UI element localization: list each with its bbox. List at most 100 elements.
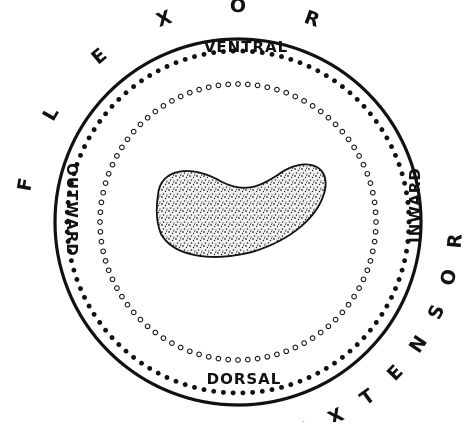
outer-ring-dot — [83, 296, 87, 300]
inner-ring-dot — [236, 358, 241, 363]
inner-ring-dot — [138, 122, 143, 127]
outer-ring-dot — [70, 259, 74, 263]
outer-ring-dot — [202, 388, 206, 392]
inner-ring-dot — [226, 82, 231, 87]
outer-ring-dot — [98, 321, 102, 325]
outer-ring-dot — [110, 336, 114, 340]
arc-letter: X — [325, 403, 348, 422]
outer-ring-dot — [385, 136, 389, 140]
outer-ring-dot — [92, 313, 96, 317]
inner-ring-dot — [293, 345, 298, 350]
inner-ring-dot — [365, 172, 370, 177]
inner-ring-dot — [206, 85, 211, 90]
inner-ring-dot — [197, 87, 202, 92]
label-ventral: VENTRAL — [204, 38, 288, 56]
inner-ring-dot — [318, 330, 323, 335]
inner-ring-dot — [246, 357, 251, 362]
inner-ring-dot — [145, 324, 150, 329]
outer-ring-dot — [110, 105, 114, 109]
inner-ring-dot — [226, 357, 231, 362]
inner-ring-dot — [371, 190, 376, 195]
outer-ring-dot — [104, 112, 108, 116]
outer-ring-dot — [316, 69, 320, 73]
outer-ring-dot — [355, 343, 359, 347]
outer-ring-dot — [341, 85, 345, 89]
outer-ring-dot — [165, 376, 169, 380]
inner-ring-dot — [101, 190, 106, 195]
inner-ring-dot — [265, 355, 270, 360]
arc-letter: E — [292, 418, 311, 422]
inner-ring-dot — [265, 85, 270, 90]
outer-ring-dot — [403, 259, 407, 263]
inner-ring-dot — [352, 145, 357, 150]
inner-ring-dot — [352, 294, 357, 299]
outer-ring-dot — [316, 371, 320, 375]
outer-ring-dot — [333, 79, 337, 83]
inner-ring-dot — [374, 220, 379, 225]
outer-ring-dot — [79, 154, 83, 158]
inner-ring-dot — [161, 336, 166, 341]
inner-ring-dot — [293, 94, 298, 99]
arc-letter: N — [405, 332, 432, 358]
outer-ring-dot — [307, 65, 311, 69]
outer-ring-dot — [362, 105, 366, 109]
inner-ring-dot — [206, 355, 211, 360]
inner-ring-dot — [170, 341, 175, 346]
inner-ring-dot — [357, 286, 362, 291]
outer-ring-dot — [117, 98, 121, 102]
inner-ring-dot — [368, 259, 373, 264]
inner-ring-dot — [361, 162, 366, 167]
outer-ring-dot — [174, 379, 178, 383]
outer-ring-dot — [374, 321, 378, 325]
outer-ring-dot — [156, 69, 160, 73]
inner-ring-dot — [372, 200, 377, 205]
inner-ring-dot — [346, 137, 351, 142]
inner-ring-dot — [284, 349, 289, 354]
outer-ring-dot — [390, 296, 394, 300]
outer-ring-dot — [132, 356, 136, 360]
inner-ring-dot — [98, 220, 103, 225]
arc-letter: R — [301, 6, 323, 32]
outer-ring-dot — [307, 376, 311, 380]
inner-ring-dot — [178, 94, 183, 99]
outer-ring-dot — [148, 367, 152, 371]
inner-ring-dot — [310, 336, 315, 341]
arc-label-extensor: EXTENSOR — [292, 232, 466, 422]
inner-ring-dot — [216, 83, 221, 88]
outer-ring-dot — [380, 128, 384, 132]
outer-ring-dot — [385, 304, 389, 308]
inner-ring-dot — [99, 239, 104, 244]
outer-ring-dot — [298, 379, 302, 383]
inner-ring-dot — [361, 277, 366, 282]
outer-ring-dot — [212, 389, 216, 393]
outer-ring-dot — [156, 371, 160, 375]
outer-ring-dot — [75, 278, 79, 282]
outer-ring-dot — [241, 391, 245, 395]
outer-ring-dot — [87, 136, 91, 140]
inner-ring-dot — [255, 356, 260, 361]
inner-ring-dot — [103, 259, 108, 264]
inner-ring-dot — [101, 249, 106, 254]
outer-ring-dot — [298, 61, 302, 65]
label-inward: INWARD — [406, 167, 424, 243]
label-outward: OUTWARD — [63, 163, 81, 257]
inner-ring-dot — [103, 181, 108, 186]
inner-ring-dot — [310, 104, 315, 109]
outer-ring-dot — [174, 61, 178, 65]
arc-letter: T — [356, 385, 380, 410]
inner-ring-dot — [161, 104, 166, 109]
inner-ring-dot — [216, 356, 221, 361]
outer-ring-dot — [148, 74, 152, 78]
inner-ring-dot — [357, 154, 362, 159]
outer-ring-dot — [98, 120, 102, 124]
inner-ring-dot — [131, 310, 136, 315]
inner-ring-dot — [373, 230, 378, 235]
arc-letter: F — [13, 176, 37, 193]
arc-letter: X — [153, 6, 175, 32]
arc-letter: L — [38, 103, 63, 124]
inner-ring-dot — [368, 181, 373, 186]
outer-ring-dot — [72, 268, 76, 272]
inner-ring-dot — [340, 129, 345, 134]
arc-letter: S — [424, 301, 450, 323]
